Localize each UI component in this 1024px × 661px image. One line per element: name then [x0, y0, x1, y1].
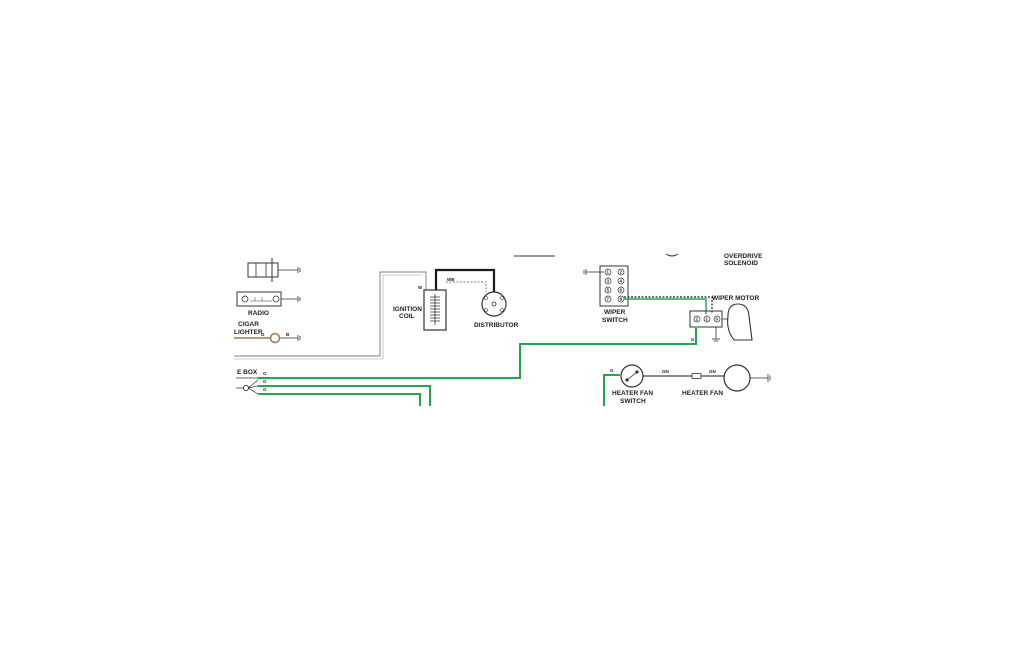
heater-wire-code-gn-1: GN	[662, 369, 669, 374]
wiper-wire-code-g: G	[691, 337, 695, 342]
distributor-label: DISTRIBUTOR	[474, 322, 519, 329]
ignition-coil-label-2: COIL	[399, 313, 415, 320]
wiper-motor-pin: 2	[696, 317, 699, 322]
wiper-green-wire-top	[624, 298, 707, 314]
black-coil-wire	[434, 268, 496, 292]
green-main-wire	[258, 328, 697, 379]
coil-wire-code-wb: WB	[447, 277, 455, 282]
wiper-switch-pin: 8	[620, 297, 623, 302]
green-wire-2	[258, 385, 431, 406]
wiper-switch-pin: 6	[620, 288, 623, 293]
wiper-motor-pin: 0	[716, 317, 719, 322]
wiper-switch-pin: 5	[607, 288, 610, 293]
heater-fan-connector	[691, 373, 702, 379]
wiper-switch-label-2: SWITCH	[602, 317, 628, 324]
cigar-lighter-label-2: LIGHTER	[234, 329, 263, 336]
wiper-motor-pin: 1	[706, 317, 709, 322]
grey-feed-wire-2	[234, 274, 423, 360]
heater-fan-switch-label-2: SWITCH	[620, 398, 646, 405]
heater-feed-wire	[603, 374, 620, 406]
fuse-box-label: E BOX	[237, 369, 258, 376]
distributor	[481, 291, 507, 317]
fuse-box-terminals	[236, 377, 259, 395]
heater-fan-switch-label-1: HEATER FAN	[612, 390, 653, 397]
cigar-lighter	[234, 332, 301, 344]
cigar-lighter-label-1: CIGAR	[238, 321, 259, 328]
coil-wb-wire	[446, 281, 487, 292]
heater-fan	[723, 364, 771, 392]
cigar-wire-code-g: G	[261, 332, 265, 337]
radio-label: RADIO	[248, 310, 269, 317]
overdrive-solenoid-label-1: OVERDRIVE	[724, 253, 763, 260]
grey-feed-wire	[234, 271, 427, 357]
green-wire-3	[258, 393, 421, 406]
wiper-black-wire	[624, 296, 713, 314]
ignition-coil-label-1: IGNITION	[393, 306, 422, 313]
wiper-switch	[583, 265, 629, 307]
overdrive-solenoid-label-2: SOLENOID	[724, 260, 758, 267]
heater-fan-switch	[620, 364, 644, 388]
cigar-wire-code-b: B	[286, 332, 290, 337]
fuse-wire-code-3: G	[263, 387, 267, 392]
wiper-switch-label-1: WIPER	[604, 309, 626, 316]
heater-switch-wire-code-g: G	[610, 368, 614, 373]
fuse-wire-code-1: G	[263, 371, 267, 376]
coil-wire-code-w: W	[418, 285, 423, 290]
ignition-coil	[423, 289, 447, 331]
wiper-switch-pin: 3	[607, 279, 610, 284]
wiper-switch-pin: 1	[607, 270, 610, 275]
heater-wire-code-gn-2: GN	[709, 369, 716, 374]
wiper-switch-pin: 7	[607, 297, 610, 302]
wiper-switch-pin: 2	[620, 270, 623, 275]
wiper-switch-pin: 4	[620, 279, 623, 284]
top-partial-arc	[665, 253, 679, 257]
heater-fan-label: HEATER FAN	[682, 390, 723, 397]
wiper-motor-label: WIPER MOTOR	[712, 295, 759, 302]
fuse-wire-code-2: G	[263, 379, 267, 384]
top-left-component	[247, 258, 301, 282]
wiper-motor	[689, 303, 753, 342]
radio	[236, 291, 301, 307]
